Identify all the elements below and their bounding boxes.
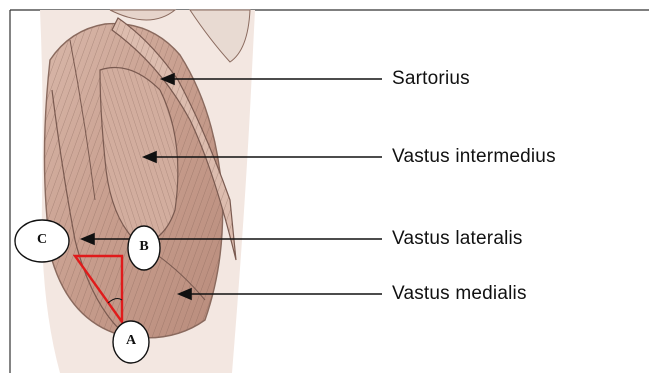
vastus-intermedius-label: Vastus intermedius — [392, 146, 556, 168]
vastus-medialis-label: Vastus medialis — [392, 283, 527, 305]
vastus-lateralis-label: Vastus lateralis — [392, 228, 523, 250]
point-c-label: C — [30, 232, 54, 248]
point-b-label: B — [132, 239, 156, 255]
sartorius-label: Sartorius — [392, 68, 470, 90]
point-a-label: A — [119, 333, 143, 349]
